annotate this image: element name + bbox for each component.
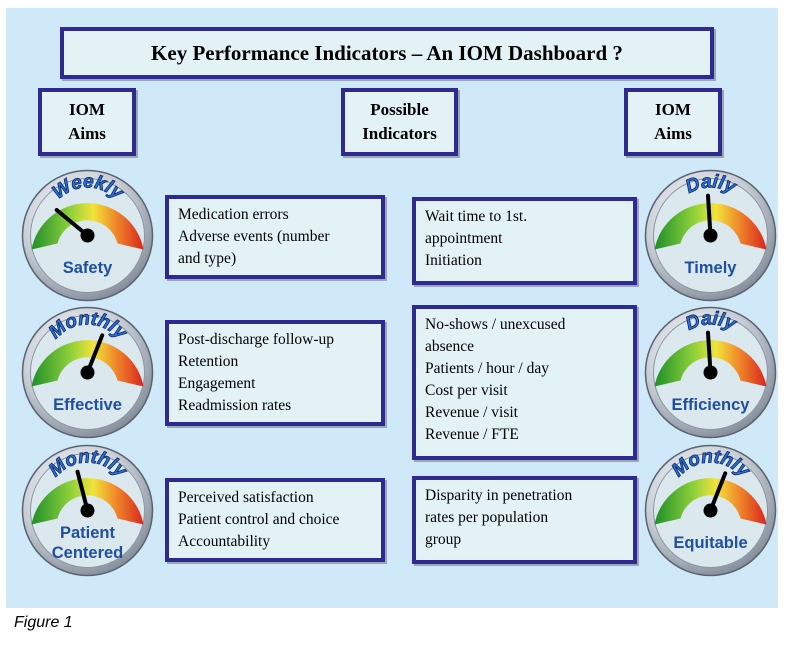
- gauge-label: Efficiency: [671, 396, 750, 414]
- header-left-iom-aims: IOM Aims: [38, 88, 136, 156]
- indicator-line: Post-discharge follow-up: [178, 331, 334, 348]
- indicator-line: rates per population: [425, 509, 549, 526]
- gauge-hub: [80, 228, 95, 243]
- gauge-hub: [703, 503, 718, 518]
- indicator-line: Accountability: [178, 533, 271, 550]
- figure-caption: Figure 1: [14, 614, 73, 631]
- indicator-line: Disparity in penetration: [425, 487, 573, 504]
- indicator-line: and type): [178, 250, 237, 267]
- header-right-label: IOM Aims: [654, 100, 692, 143]
- indicator-line: Patient control and choice: [178, 511, 340, 528]
- indicator-line: Revenue / visit: [425, 404, 518, 421]
- page-title: Key Performance Indicators – An IOM Dash…: [60, 27, 714, 79]
- gauge-hub: [703, 365, 718, 380]
- indicator-line: Readmission rates: [178, 397, 292, 414]
- indicator-box-patient-centered: Perceived satisfaction Patient control a…: [165, 478, 385, 562]
- header-right-iom-aims: IOM Aims: [624, 88, 722, 156]
- gauge-hub: [80, 503, 95, 518]
- gauge-efficiency: Daily Efficiency: [643, 305, 778, 440]
- gauge-dial: Monthly: [21, 306, 154, 439]
- gauge-label: Safety: [62, 259, 113, 277]
- indicator-line: Perceived satisfaction: [178, 489, 314, 506]
- indicator-line: Adverse events (number: [178, 228, 330, 245]
- indicator-line: Initiation: [425, 252, 482, 269]
- gauge-label: Effective: [53, 396, 122, 414]
- gauge-dial: Daily: [644, 169, 777, 302]
- indicator-line: Wait time to 1st.: [425, 208, 528, 225]
- indicator-box-effective: Post-discharge follow-up Retention Engag…: [165, 320, 385, 426]
- indicator-line: Revenue / FTE: [425, 426, 519, 443]
- indicator-line: Engagement: [178, 375, 256, 392]
- header-middle-label: Possible Indicators: [362, 100, 437, 143]
- indicator-box-safety: Medication errors Adverse events (number…: [165, 195, 385, 279]
- gauge-dial: Weekly: [21, 169, 154, 302]
- gauge-effective: Monthly Effective: [20, 305, 155, 440]
- indicator-box-timely: Wait time to 1st. appointment Initiation: [412, 197, 637, 285]
- indicator-line: Medication errors: [178, 206, 289, 223]
- gauge-dial: Monthly: [21, 444, 154, 577]
- indicator-line: Cost per visit: [425, 382, 508, 399]
- indicator-line: appointment: [425, 230, 503, 247]
- indicator-box-equitable: Disparity in penetration rates per popul…: [412, 476, 637, 564]
- gauge-label: Timely: [684, 259, 737, 277]
- gauge-patient-centered: Monthly Patient Centered: [20, 443, 155, 578]
- gauge-label: Equitable: [673, 534, 748, 552]
- gauge-dial: Monthly: [644, 444, 777, 577]
- gauge-equitable: Monthly Equitable: [643, 443, 778, 578]
- header-middle-possible-indicators: Possible Indicators: [341, 88, 458, 156]
- indicator-box-efficiency: No-shows / unexcused absence Patients / …: [412, 305, 637, 460]
- indicator-line: Retention: [178, 353, 239, 370]
- gauge-dial: Daily: [644, 306, 777, 439]
- gauge-hub: [80, 365, 95, 380]
- indicator-line: No-shows / unexcused: [425, 316, 566, 333]
- gauge-timely: Daily Timely: [643, 168, 778, 303]
- header-left-label: IOM Aims: [68, 100, 106, 143]
- gauge-safety: Weekly Safety: [20, 168, 155, 303]
- gauge-hub: [703, 228, 718, 243]
- gauge-label: Patient Centered: [51, 524, 124, 562]
- indicator-line: Patients / hour / day: [425, 360, 549, 377]
- indicator-line: group: [425, 531, 462, 548]
- indicator-line: absence: [425, 338, 475, 355]
